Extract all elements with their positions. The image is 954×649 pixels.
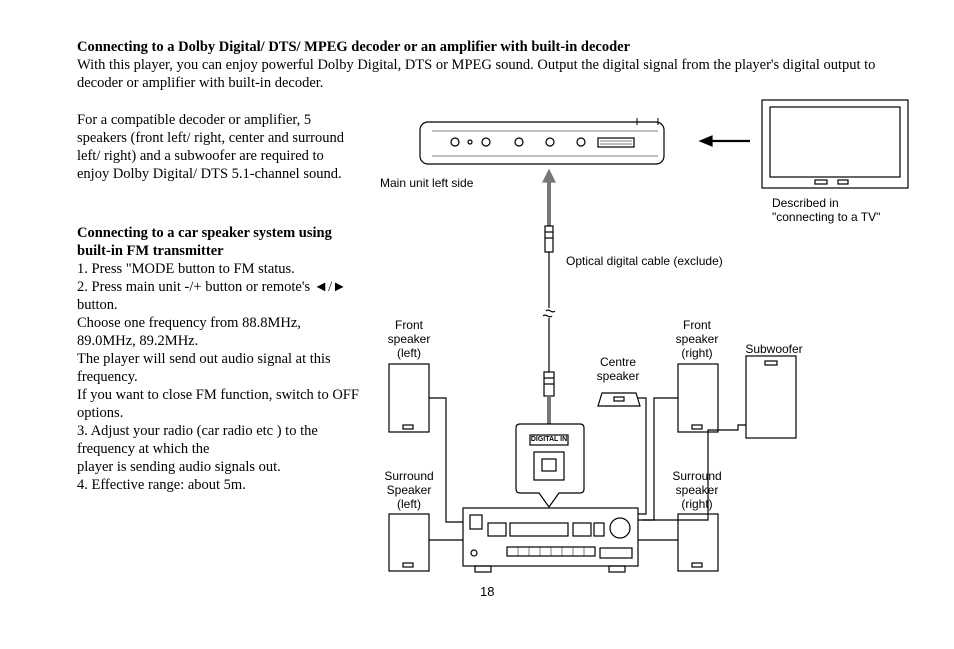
fm-steps: 1. Press "MODE button to FM status. 2. P… [77,260,361,494]
front-right-line: Front [682,318,711,332]
fm-subheading: Connecting to a car speaker system using… [77,225,332,259]
intro-paragraph: With this player, you can enjoy powerful… [77,57,876,91]
section-heading: Connecting to a Dolby Digital/ DTS/ MPEG… [77,39,631,55]
step-line: 4. Effective range: about 5m. [77,477,246,493]
step-line: 2. Press main unit -/+ button or remote'… [77,279,347,313]
front-left-line: Front [394,318,423,332]
surround-left-line: (left) [397,497,421,511]
front-right-line: (right) [681,346,713,360]
step-line: 3. Adjust your radio (car radio etc ) to… [77,423,318,457]
front-right-line: speaker [675,332,719,346]
front-right-label: Front speaker (right) [664,318,730,360]
centre-line: Centre [599,355,637,369]
tv-label-line2: "connecting to a TV" [772,210,881,224]
subwoofer-label: Subwoofer [745,342,803,356]
surround-left-line: Speaker [386,483,432,497]
centre-label: Centre speaker [586,355,650,383]
surround-right-label: Surround speaker (right) [662,469,732,511]
surround-right-line: Surround [672,469,722,483]
digital-in-label: DIGITAL IN [530,436,568,443]
step-line: 1. Press "MODE button to FM status. [77,261,295,277]
surround-left-label: Surround Speaker (left) [374,469,444,511]
cable-label: Optical digital cable (exclude) [566,254,723,268]
front-left-line: (left) [397,346,421,360]
decoder-paragraph: For a compatible decoder or amplifier, 5… [77,112,344,182]
step-line: The player will send out audio signal at… [77,351,331,385]
tv-illustration [761,99,909,189]
main-unit-label: Main unit left side [380,176,474,190]
step-line: Choose one frequency from 88.8MHz, 89.0M… [77,315,301,349]
tv-label-line1: Described in [772,196,839,210]
front-left-line: speaker [387,332,431,346]
centre-line: speaker [596,369,640,383]
page-number: 18 [480,584,495,599]
main-unit-illustration [419,121,665,165]
step-line: player is sending audio signals out. [77,459,281,475]
surround-right-line: speaker [675,483,719,497]
front-left-label: Front speaker (left) [376,318,442,360]
surround-left-line: Surround [384,469,434,483]
receiver-illustration [462,507,639,573]
surround-right-line: (right) [681,497,713,511]
step-line: If you want to close FM function, switch… [77,387,359,421]
